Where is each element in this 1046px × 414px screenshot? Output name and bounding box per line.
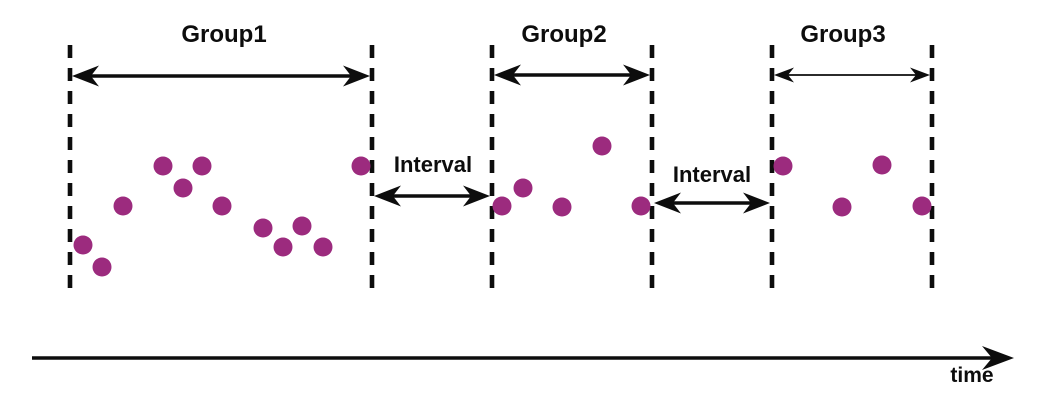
interval1-label: Interval: [393, 152, 473, 177]
data-point: [832, 197, 852, 217]
data-point: [313, 237, 333, 257]
data-point: [273, 237, 293, 257]
group3-span-arrow: [774, 67, 930, 83]
data-point: [592, 136, 612, 156]
data-point: [253, 218, 273, 238]
time-axis: [32, 346, 1014, 370]
data-point: [773, 156, 793, 176]
data-point: [212, 196, 232, 216]
group1-span-arrow: [72, 65, 370, 87]
data-point: [872, 155, 892, 175]
data-point: [192, 156, 212, 176]
time-axis-label: time: [950, 364, 994, 387]
interval2-span-arrow: [654, 192, 770, 214]
interval2-label: Interval: [672, 162, 752, 187]
data-point: [73, 235, 93, 255]
group3-label: Group3: [800, 21, 886, 48]
time-axis-arrowhead-icon: [982, 346, 1014, 370]
interval1-span-arrow: [374, 185, 490, 207]
data-point: [552, 197, 572, 217]
data-point: [631, 196, 651, 216]
data-point: [153, 156, 173, 176]
data-point: [292, 216, 312, 236]
data-point: [92, 257, 112, 277]
data-point: [513, 178, 533, 198]
group2-label: Group2: [521, 21, 607, 48]
group2-span-arrow: [494, 64, 650, 86]
data-point: [351, 156, 371, 176]
data-point: [173, 178, 193, 198]
data-point: [492, 196, 512, 216]
group1-label: Group1: [181, 21, 267, 48]
data-point: [113, 196, 133, 216]
data-point: [912, 196, 932, 216]
